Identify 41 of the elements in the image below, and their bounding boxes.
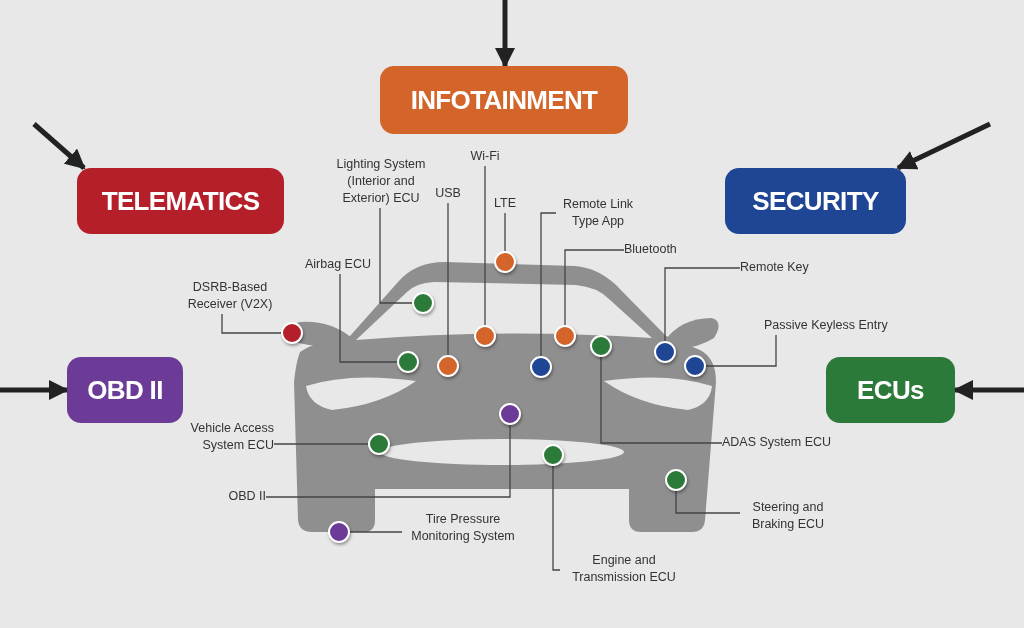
callout-label: DSRB-Based Receiver (V2X) <box>172 279 288 313</box>
leader-line <box>564 249 625 326</box>
leader-line <box>339 273 398 363</box>
leader-line <box>221 313 282 334</box>
leader-line <box>675 490 741 514</box>
callout-label: Wi-Fi <box>465 148 505 165</box>
leader-line <box>552 465 561 571</box>
arrow <box>32 122 86 170</box>
callout-label: Remote Link Type App <box>556 196 640 230</box>
category-box: TELEMATICS <box>77 168 284 234</box>
category-box: INFOTAINMENT <box>380 66 628 134</box>
leader-line <box>273 443 369 445</box>
leader-line <box>379 207 413 304</box>
callout-label: Airbag ECU <box>300 256 376 273</box>
callout-label: Passive Keyless Entry <box>764 317 892 334</box>
leader-line <box>705 334 777 367</box>
callout-label: LTE <box>488 195 522 212</box>
leader-line <box>540 212 557 357</box>
callout-label: Bluetooth <box>624 241 688 258</box>
leader-line <box>349 531 403 533</box>
callout-label: Steering and Braking ECU <box>740 499 836 533</box>
callout-label: Vehicle Access System ECU <box>166 420 274 454</box>
category-box: SECURITY <box>725 168 906 234</box>
leader-line <box>265 424 511 498</box>
callout-label: OBD II <box>216 488 266 505</box>
category-box: ECUs <box>826 357 955 423</box>
leader-line <box>447 202 449 356</box>
category-box: OBD II <box>67 357 183 423</box>
callout-label: Remote Key <box>740 259 816 276</box>
callout-label: Engine and Transmission ECU <box>560 552 688 586</box>
callout-label: USB <box>430 185 466 202</box>
callout-label: Tire Pressure Monitoring System <box>402 511 524 545</box>
leader-line <box>484 165 486 326</box>
callout-label: ADAS System ECU <box>722 434 842 451</box>
arrow <box>953 380 1024 400</box>
arrow <box>0 380 69 400</box>
arrow <box>896 121 992 171</box>
leader-line <box>664 267 741 342</box>
leader-line <box>504 212 506 252</box>
leader-line <box>600 356 723 444</box>
arrow <box>495 0 515 68</box>
